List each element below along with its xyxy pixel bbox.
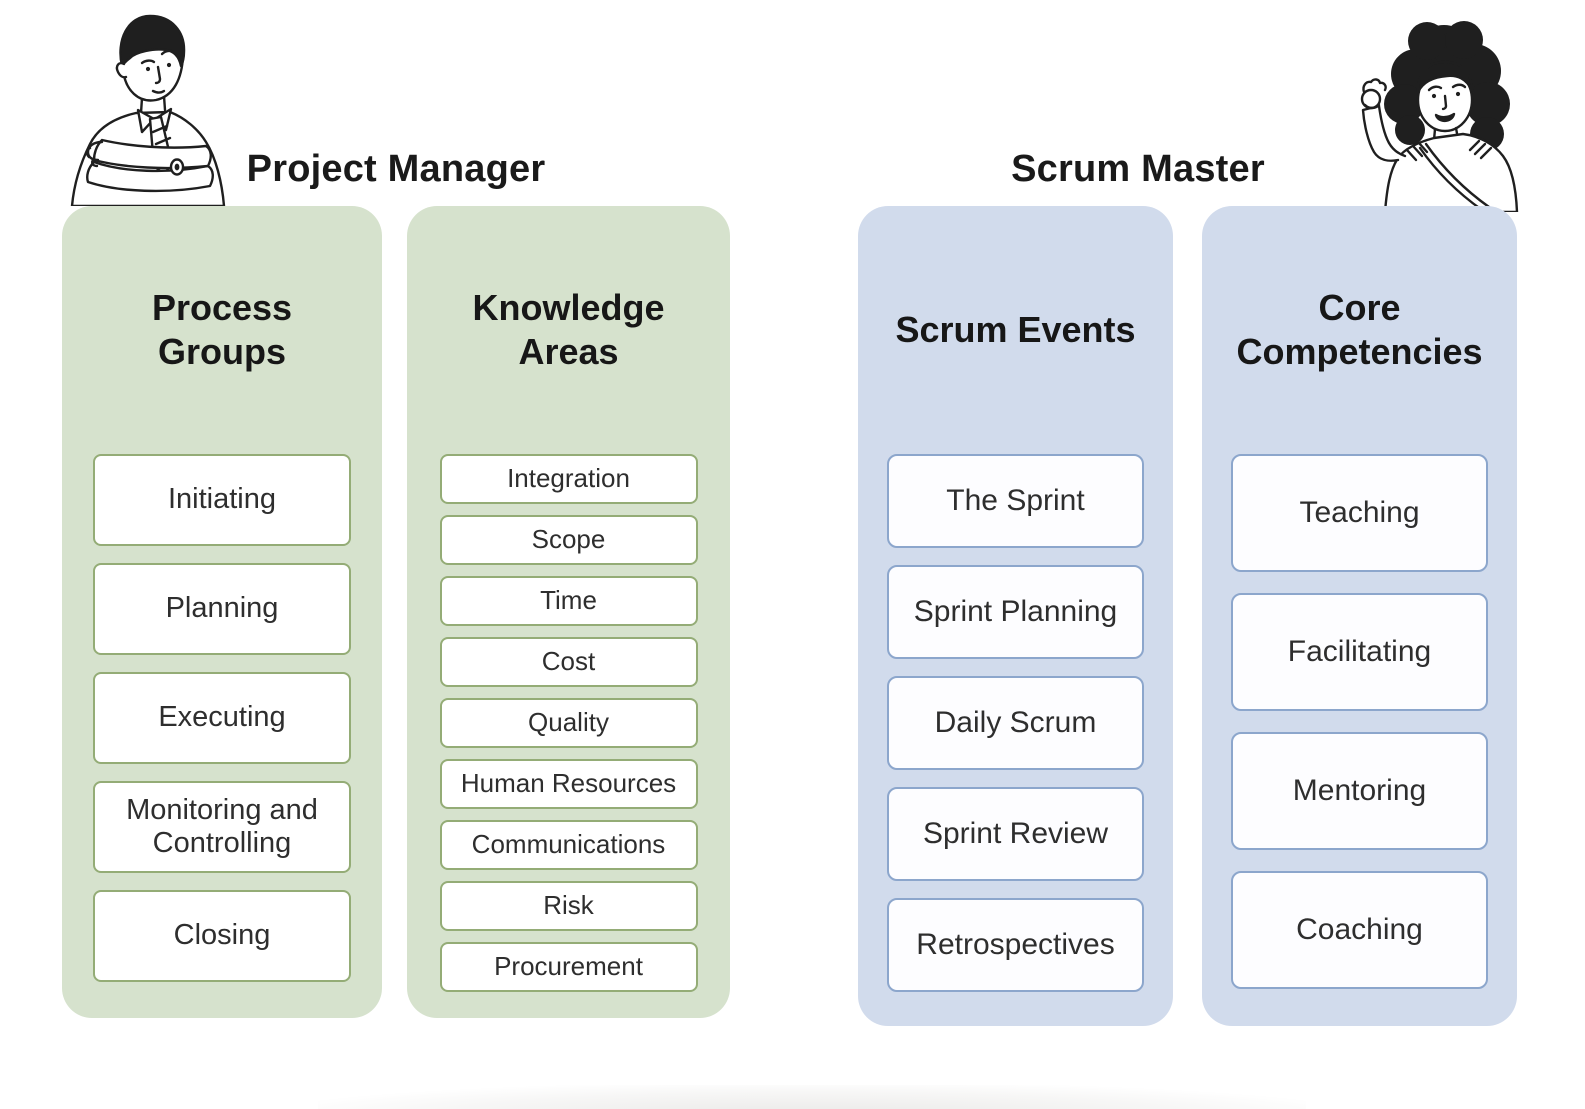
- list-item: Cost: [439, 637, 698, 687]
- scrum-master-title: Scrum Master: [1011, 148, 1265, 190]
- list-item: Sprint Review: [887, 787, 1144, 881]
- list-item: Daily Scrum: [887, 676, 1144, 770]
- list-item: Mentoring: [1231, 732, 1488, 850]
- list-item: Sprint Planning: [887, 565, 1144, 659]
- knowledge-areas-list: Integration Scope Time Cost Quality Huma…: [407, 454, 730, 992]
- process-groups-panel: Process Groups Initiating Planning Execu…: [62, 206, 382, 1018]
- list-item: Initiating: [93, 454, 351, 546]
- list-item: Planning: [93, 563, 351, 655]
- scrum-events-panel: Scrum Events The Sprint Sprint Planning …: [858, 206, 1173, 1026]
- list-item: Human Resources: [439, 759, 698, 809]
- list-item: Integration: [439, 454, 698, 504]
- panel-header: Process Groups: [151, 287, 293, 372]
- list-item: Retrospectives: [887, 898, 1144, 992]
- process-groups-list: Initiating Planning Executing Monitoring…: [62, 454, 382, 982]
- list-item: Communications: [439, 820, 698, 870]
- core-competencies-list: Teaching Facilitating Mentoring Coaching: [1202, 454, 1517, 989]
- scrum-master-illustration: [1360, 21, 1519, 212]
- list-item: Monitoring and Controlling: [93, 781, 351, 873]
- panel-header: Scrum Events: [895, 309, 1136, 351]
- list-item: Procurement: [439, 942, 698, 992]
- list-item: Closing: [93, 890, 351, 982]
- panel-header: Knowledge Areas: [472, 287, 665, 372]
- list-item: Time: [439, 576, 698, 626]
- list-item: Facilitating: [1231, 593, 1488, 711]
- list-item: Quality: [439, 698, 698, 748]
- list-item: Scope: [439, 515, 698, 565]
- table-edge-shadow: [318, 1085, 1306, 1109]
- panel-header: Core Competencies: [1236, 287, 1483, 372]
- scrum-events-list: The Sprint Sprint Planning Daily Scrum S…: [858, 454, 1173, 992]
- core-competencies-panel: Core Competencies Teaching Facilitating …: [1202, 206, 1517, 1026]
- knowledge-areas-panel: Knowledge Areas Integration Scope Time C…: [407, 206, 730, 1018]
- list-item: Executing: [93, 672, 351, 764]
- list-item: The Sprint: [887, 454, 1144, 548]
- list-item: Teaching: [1231, 454, 1488, 572]
- project-manager-title: Project Manager: [246, 148, 546, 190]
- list-item: Risk: [439, 881, 698, 931]
- list-item: Coaching: [1231, 871, 1488, 989]
- project-manager-illustration: [70, 14, 226, 206]
